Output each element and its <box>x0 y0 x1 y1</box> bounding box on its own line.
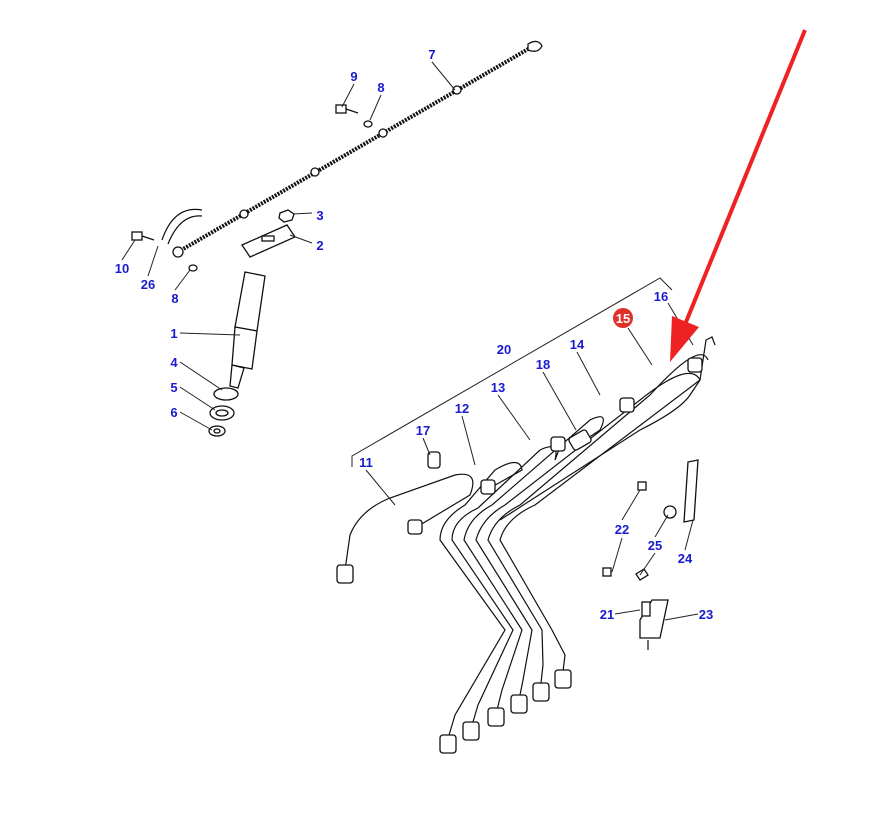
callout-9: 9 <box>350 69 357 84</box>
callout-10: 10 <box>115 261 129 276</box>
callout-7: 7 <box>428 47 435 62</box>
callout-5: 5 <box>170 380 177 395</box>
leak-off-pipe <box>161 40 543 258</box>
group-bracket <box>351 277 673 467</box>
callout-20: 20 <box>497 342 511 357</box>
callout-8-left: 8 <box>171 291 178 306</box>
callout-2: 2 <box>316 238 323 253</box>
callout-12: 12 <box>455 401 469 416</box>
callout-3: 3 <box>316 208 323 223</box>
callout-11: 11 <box>359 455 373 470</box>
injection-pipes <box>336 336 716 754</box>
highlight-badge <box>613 308 633 328</box>
callout-17: 17 <box>416 423 430 438</box>
callout-16: 16 <box>654 289 668 304</box>
callout-21: 21 <box>600 607 614 622</box>
callout-14: 14 <box>570 337 585 352</box>
callout-23: 23 <box>699 607 713 622</box>
callout-26: 26 <box>141 277 155 292</box>
callout-13: 13 <box>491 380 505 395</box>
callout-labels: 1 2 3 4 5 6 7 8 8 9 10 11 12 13 14 15 16… <box>115 47 713 622</box>
callout-15: 15 <box>616 311 630 326</box>
red-pointer-arrow <box>670 29 807 362</box>
brackets <box>602 459 699 650</box>
bolts-and-washers <box>131 104 373 272</box>
callout-24: 24 <box>678 551 693 566</box>
callout-8-top: 8 <box>377 80 384 95</box>
leader-lines <box>121 61 699 621</box>
callout-4: 4 <box>170 355 178 370</box>
callout-1: 1 <box>170 326 177 341</box>
pipe-nuts <box>336 357 703 754</box>
callout-6: 6 <box>170 405 177 420</box>
callout-18: 18 <box>536 357 550 372</box>
callout-22: 22 <box>615 522 629 537</box>
injector <box>208 271 266 437</box>
callout-25: 25 <box>648 538 662 553</box>
